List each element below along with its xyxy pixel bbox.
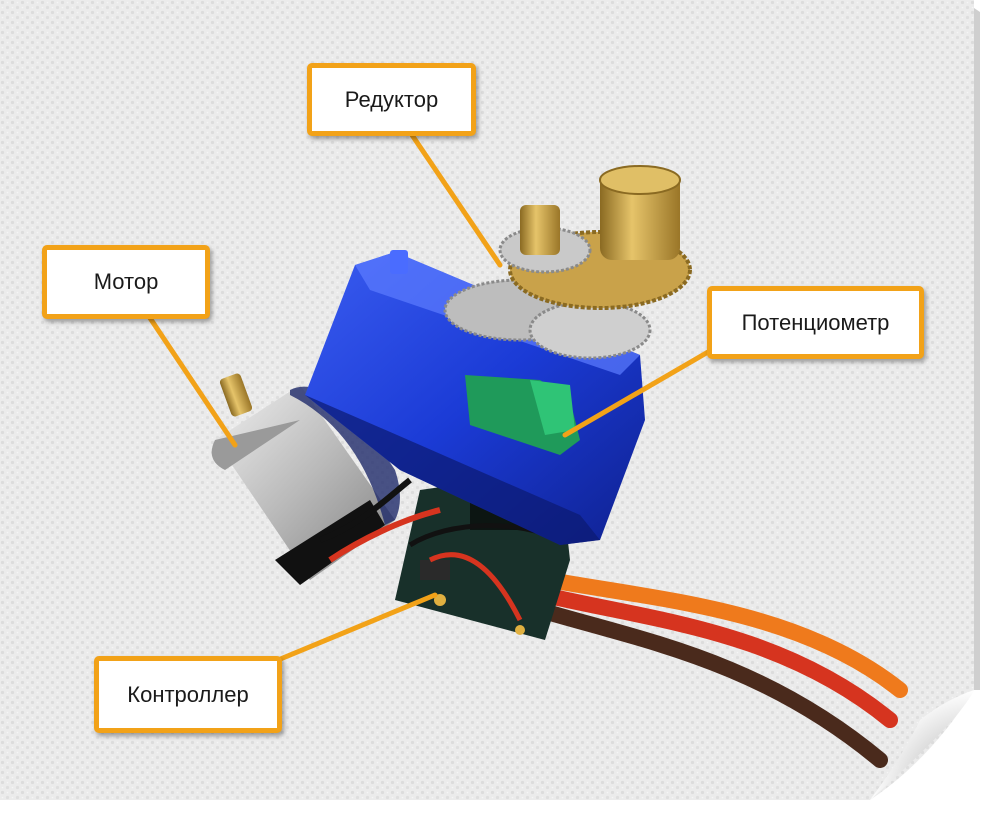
gearbox-gears	[443, 165, 692, 360]
callout-potentiometer: Потенциометр	[707, 286, 924, 359]
wire-orange	[542, 572, 908, 698]
page-shadow-right	[974, 8, 980, 690]
callout-gearbox: Редуктор	[307, 63, 476, 136]
leader-line-controller	[275, 592, 438, 663]
label-motor: Мотор	[93, 269, 159, 294]
leader-lines	[147, 132, 711, 663]
page-curl	[870, 690, 974, 800]
wire-red	[537, 587, 898, 728]
label-gearbox: Редуктор	[344, 86, 439, 112]
callout-motor: Мотор	[42, 245, 210, 319]
wire-brown	[532, 602, 888, 768]
label-controller: Контроллер	[127, 681, 249, 707]
label-potentiometer: Потенциометр	[741, 309, 890, 335]
potentiometer-part	[465, 375, 580, 455]
leader-line-motor	[147, 315, 238, 448]
leader-line-potentiometer	[562, 349, 711, 438]
leader-line-gearbox	[409, 132, 503, 268]
callout-controller: Контроллер	[94, 656, 282, 733]
